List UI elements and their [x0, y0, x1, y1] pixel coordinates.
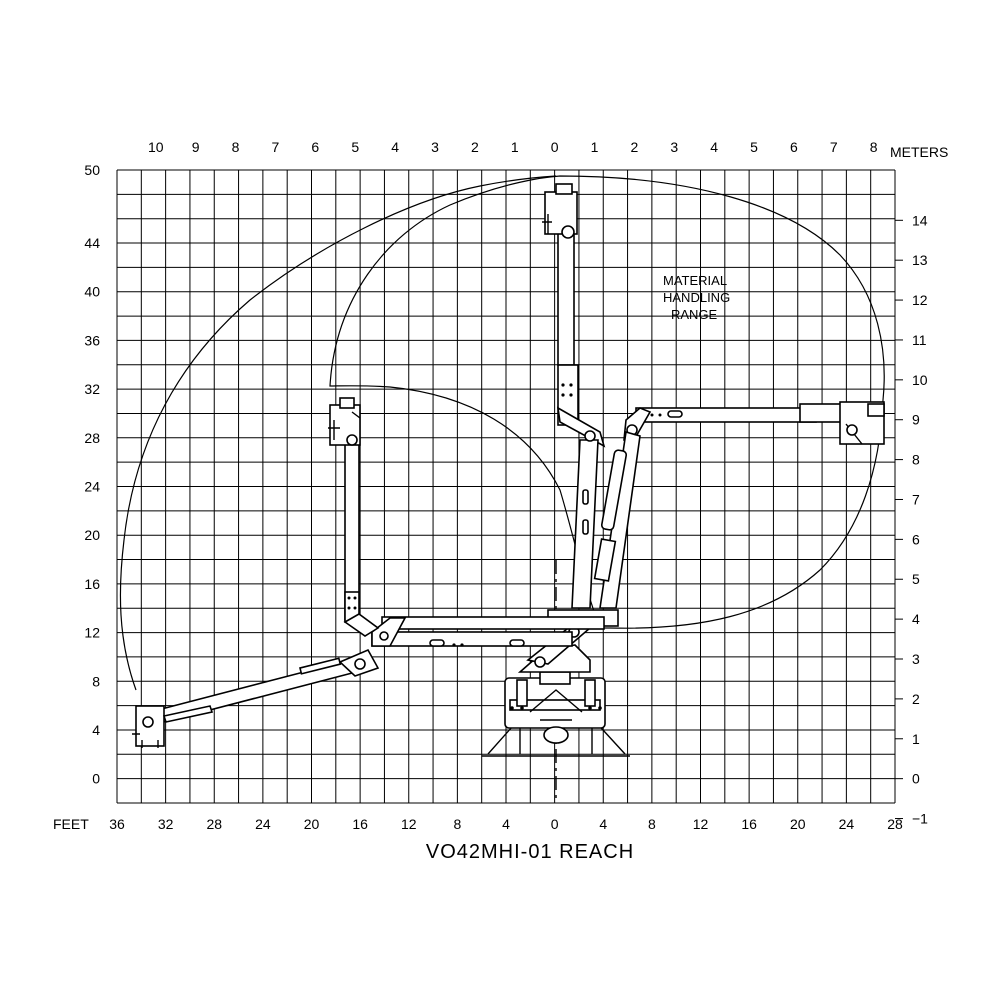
bottom-feet-tick: 16: [741, 816, 757, 832]
top-meter-tick: 8: [232, 139, 240, 155]
bottom-feet-tick: 28: [206, 816, 222, 832]
top-meter-tick: 8: [870, 139, 878, 155]
top-meter-tick: 1: [511, 139, 519, 155]
diagram-title: VO42MHI-01 REACH: [426, 841, 634, 863]
top-meter-tick: 6: [311, 139, 319, 155]
top-meter-tick: 5: [351, 139, 359, 155]
left-feet-tick: 24: [84, 479, 100, 495]
bottom-feet-tick: 28: [887, 816, 903, 832]
right-meter-tick: 14: [912, 212, 928, 228]
right-meter-tick: 13: [912, 252, 928, 268]
left-feet-tick: 40: [84, 284, 100, 300]
bottom-feet-tick: 0: [551, 816, 559, 832]
right-meter-tick: 8: [912, 452, 920, 468]
top-meter-tick: 7: [830, 139, 838, 155]
left-feet-tick: 36: [84, 332, 100, 348]
left-upper-platform: [328, 397, 361, 446]
material-handling-range-boundary: [329, 175, 885, 629]
right-meter-tick: 5: [912, 571, 920, 587]
center-vertical-boom: [556, 224, 606, 609]
left-lower-platform: [132, 705, 214, 748]
bottom-feet-tick: 24: [839, 816, 855, 832]
annotation-line-1: MATERIAL: [663, 273, 727, 288]
bottom-feet-tick: 32: [158, 816, 174, 832]
left-feet-tick: 16: [84, 576, 100, 592]
machine-chassis: [482, 671, 630, 757]
right-meter-tick: 3: [912, 651, 920, 667]
right-meter-tick: 12: [912, 292, 928, 308]
top-meter-tick: 7: [272, 139, 280, 155]
right-horizontal-boom: [593, 403, 861, 609]
bottom-feet-tick: 8: [648, 816, 656, 832]
left-feet-tick: 12: [84, 625, 100, 641]
bottom-feet-tick: 36: [109, 816, 125, 832]
left-feet-tick: 0: [92, 771, 100, 787]
bottom-feet-tick: 20: [790, 816, 806, 832]
left-feet-tick: 50: [84, 162, 100, 178]
left-vertical-jib: [343, 429, 380, 637]
outer-reach-envelope: [119, 175, 557, 691]
left-feet-tick: 32: [84, 381, 100, 397]
left-feet-tick: 20: [84, 527, 100, 543]
top-meter-tick: 5: [750, 139, 758, 155]
bottom-feet-ticks: 36 32 28 24 20 16 12 8 4 0 4 8 12 16 20 24 28: [109, 816, 903, 832]
right-meter-tick: 2: [912, 691, 920, 707]
bottom-feet-tick: 4: [502, 816, 510, 832]
meters-axis-label: METERS: [890, 144, 948, 160]
annotation-line-3: RANGE: [671, 307, 718, 322]
bottom-feet-tick: 16: [352, 816, 368, 832]
left-feet-tick: 44: [84, 235, 100, 251]
bottom-feet-tick: 8: [453, 816, 461, 832]
top-meter-tick: 0: [551, 139, 559, 155]
right-meter-tick: 1: [912, 731, 920, 747]
top-meter-tick: 2: [630, 139, 638, 155]
right-meter-tick: 11: [912, 332, 927, 348]
left-feet-tick: 8: [92, 673, 100, 689]
top-meter-tick: 4: [710, 139, 718, 155]
bottom-feet-tick: 12: [693, 816, 709, 832]
left-feet-tick: 4: [92, 722, 100, 738]
top-meter-tick: 10: [148, 139, 164, 155]
reach-grid: [116, 169, 896, 804]
top-meter-tick: 3: [670, 139, 678, 155]
bottom-feet-tick: 20: [304, 816, 320, 832]
top-meter-tick: 4: [391, 139, 399, 155]
bottom-feet-tick: 24: [255, 816, 271, 832]
right-meter-tick: 6: [912, 531, 920, 547]
right-meter-tick: 10: [912, 372, 928, 388]
right-meter-tick: −1: [912, 811, 928, 827]
right-meter-tick: 4: [912, 611, 920, 627]
center-top-platform: [542, 183, 578, 239]
bottom-feet-tick: 12: [401, 816, 417, 832]
top-meter-tick: 9: [192, 139, 200, 155]
bottom-feet-tick: 4: [599, 816, 607, 832]
stowed-boom: [371, 616, 605, 647]
right-meter-tick: 9: [912, 412, 920, 428]
top-meter-tick: 1: [591, 139, 599, 155]
feet-axis-label: FEET: [53, 816, 89, 832]
right-meter-tick: 0: [912, 771, 920, 787]
top-meter-tick: 3: [431, 139, 439, 155]
right-meter-tick: 7: [912, 491, 920, 507]
top-meter-tick: 6: [790, 139, 798, 155]
annotation-line-2: HANDLING: [663, 290, 730, 305]
left-feet-tick: 28: [84, 430, 100, 446]
right-end-platform: [839, 401, 885, 445]
top-meter-tick: 2: [471, 139, 479, 155]
